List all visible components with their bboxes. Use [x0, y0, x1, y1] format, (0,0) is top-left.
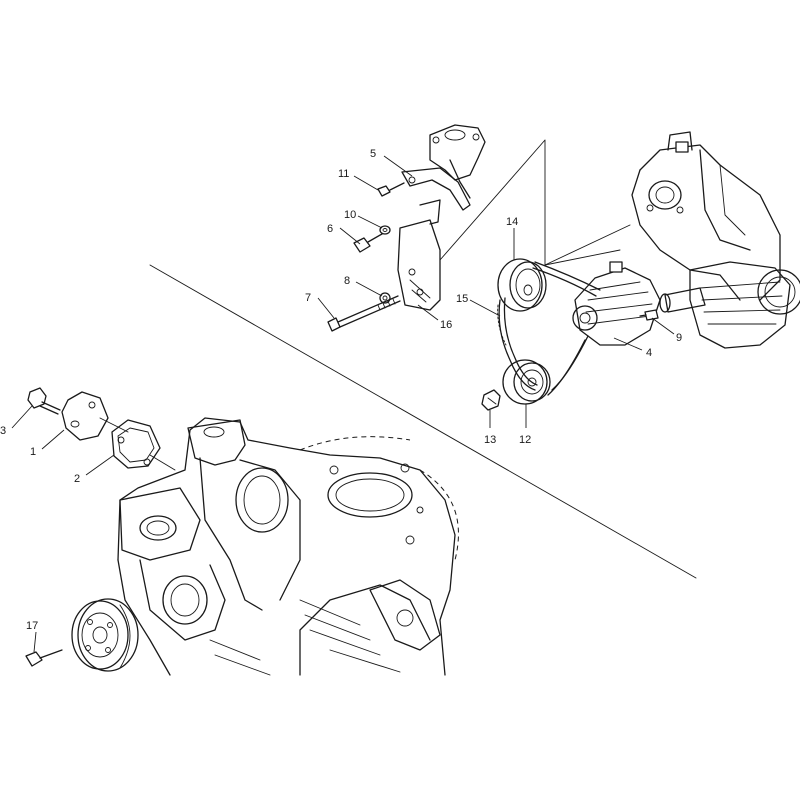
callout-label-10: 10 — [344, 209, 356, 221]
thermostat-housing — [429, 124, 486, 199]
part-14-pulley — [497, 258, 547, 312]
water-pump-assembly — [631, 131, 800, 349]
callout-14: 14 — [506, 216, 518, 260]
part-16-bracket-plate — [397, 199, 441, 311]
assembly-guide-lines — [439, 139, 546, 266]
callout-10: 10 — [344, 209, 383, 229]
callout-label-13: 13 — [484, 434, 496, 446]
part-1-cover-plate — [61, 391, 109, 441]
part-6-bolt — [353, 233, 383, 253]
callout-8: 8 — [344, 275, 383, 297]
callout-4: 4 — [613, 337, 652, 359]
callout-13: 13 — [484, 410, 496, 446]
callout-label-12: 12 — [519, 434, 531, 446]
callout-1: 1 — [30, 429, 65, 458]
callout-9: 9 — [651, 317, 682, 344]
callout-17: 17 — [26, 620, 38, 653]
callout-11: 11 — [338, 168, 379, 191]
part-11-bolt — [377, 182, 405, 197]
callout-label-5: 5 — [370, 148, 376, 160]
callout-label-1: 1 — [30, 446, 36, 458]
callout-3: 3 — [0, 405, 33, 437]
part-8-washer — [379, 292, 391, 304]
callout-label-15: 15 — [456, 293, 468, 305]
callout-6: 6 — [327, 223, 361, 245]
callout-label-17: 17 — [26, 620, 38, 632]
part-10-washer — [379, 225, 391, 235]
part-13-bolt — [481, 389, 501, 411]
part-9-bolt — [639, 309, 659, 321]
engine-block — [117, 417, 459, 676]
callout-label-9: 9 — [676, 332, 682, 344]
callout-7: 7 — [305, 292, 335, 319]
callout-label-3: 3 — [0, 425, 6, 437]
part-12-crank-pulley — [502, 359, 551, 405]
part-4-alternator — [572, 261, 661, 346]
callout-label-16: 16 — [440, 319, 452, 331]
callout-label-4: 4 — [646, 347, 652, 359]
callout-2: 2 — [74, 454, 115, 485]
part-7-long-bolt — [327, 295, 401, 332]
section-divider-line — [149, 264, 697, 579]
part-5-bracket — [401, 167, 471, 211]
part-15-v-belt — [497, 261, 601, 396]
callout-label-2: 2 — [74, 473, 80, 485]
part-17-pulley — [71, 598, 139, 672]
part-3-bolt — [27, 387, 61, 415]
callout-label-11: 11 — [338, 168, 349, 180]
callout-label-6: 6 — [327, 223, 333, 235]
callout-16: 16 — [417, 304, 452, 331]
callout-5: 5 — [370, 148, 413, 177]
part-17-bolt — [25, 649, 63, 667]
callout-label-7: 7 — [305, 292, 311, 304]
callout-15: 15 — [456, 293, 501, 317]
callout-12: 12 — [519, 404, 531, 446]
callout-label-14: 14 — [506, 216, 518, 228]
callout-label-8: 8 — [344, 275, 350, 287]
